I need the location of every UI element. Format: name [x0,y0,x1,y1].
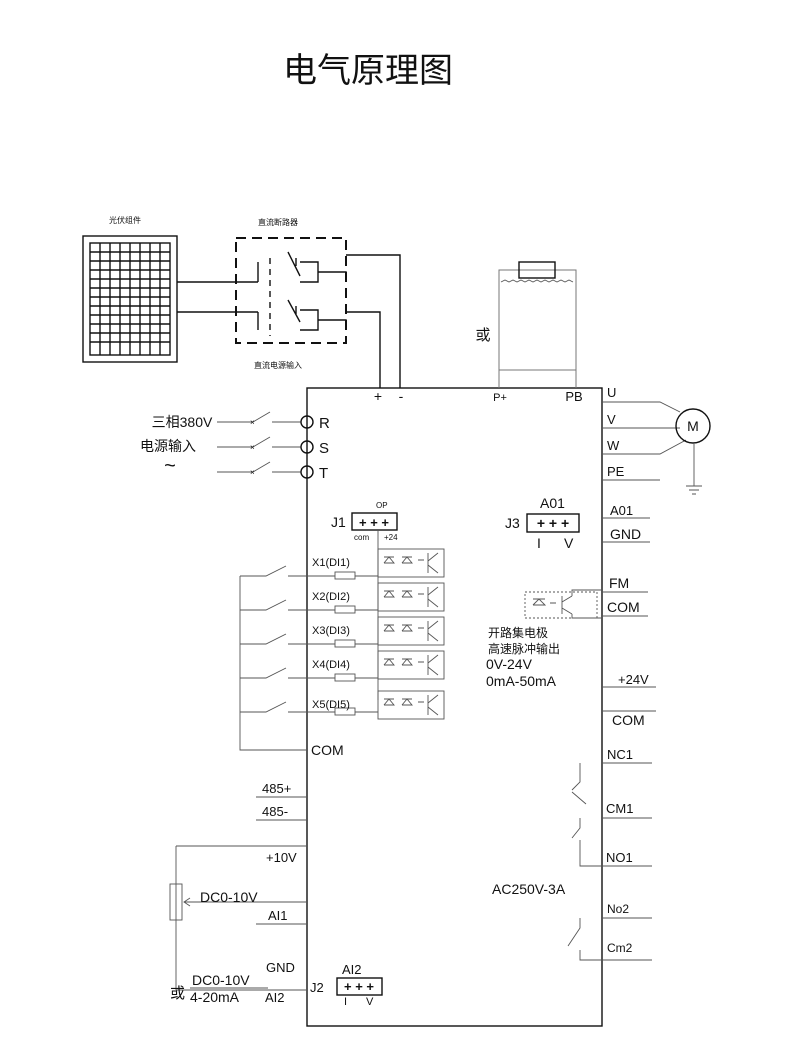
page-title: 电气原理图 [283,51,453,91]
j2-connector [336,977,383,996]
supply-tilde: ~ [164,455,176,477]
terminal-r: R [319,415,330,432]
ai1-label: AI1 [268,908,288,923]
inverter-body [306,387,603,1027]
j3-v: V [564,535,574,551]
svg-text:×: × [250,418,255,427]
j2-name: J2 [310,980,324,995]
solar-panel-icon [82,235,178,363]
no2-label: No2 [607,902,629,916]
di5-label: X5(DI5) [312,699,350,711]
j2-title: AI2 [342,962,362,977]
dc-plus-label: + [374,388,382,404]
dc-minus-label: - [399,388,404,404]
j2-i: I [344,996,347,1008]
ai2-or-label: 或 [170,985,185,1002]
terminal-w: W [607,438,620,453]
dc010v-label-2: DC0-10V [192,972,250,988]
rs485-minus: 485- [262,804,288,819]
fm-label: FM [609,575,629,591]
ma420-label: 4-20mA [190,989,240,1005]
digital-input-wiring [239,565,378,751]
motor-wiring [602,401,702,495]
open-collector-line2: 高速脉冲输出 [488,641,560,656]
svg-text:×: × [250,443,255,452]
com1-label: COM [607,599,640,615]
relay-rating-label: AC250V-3A [492,881,566,897]
di4-label: X4(DI4) [312,659,350,671]
brake-or-label: 或 [475,327,490,344]
dc-breaker-symbol [235,237,347,344]
ai2-label: AI2 [265,990,285,1005]
nc1-label: NC1 [607,747,633,762]
p10v-label: +10V [266,850,297,865]
di3-label: X3(DI3) [312,625,350,637]
range-ma-label: 0mA-50mA [486,673,557,689]
range-v-label: 0V-24V [486,656,533,672]
j3-name: J3 [505,515,520,531]
optocoupler-icons [377,548,445,720]
dc010v-label: DC0-10V [200,889,258,905]
j1-24-label: +24 [384,533,398,542]
terminal-pe: PE [607,464,625,479]
relay1-contacts [571,762,652,867]
j1-name: J1 [331,514,346,530]
gnd-label: GND [266,960,295,975]
terminal-s: S [319,440,329,457]
j3-i: I [537,535,541,551]
relay2-contacts [567,917,652,961]
brake-resistor-symbol [498,261,577,388]
di1-label: X1(DI1) [312,557,350,569]
supply-label-line2: 电源输入 [140,438,196,454]
supply-label-line1: 三相380V [152,414,213,430]
open-collector-line1: 开路集电极 [488,625,548,640]
terminal-t: T [319,465,328,482]
cm1-label: CM1 [606,801,633,816]
j3-title: A01 [540,495,565,511]
no1-label: NO1 [606,850,633,865]
dc-input-label: 直流电源输入 [254,360,302,370]
gnd-right-label: GND [610,526,641,542]
p24v-label: +24V [618,672,649,687]
j1-connector [351,512,398,531]
motor-label: M [687,418,699,434]
pv-module-label: 光伏组件 [109,215,141,225]
com2-label: COM [612,712,645,728]
j1-op-label: OP [376,501,388,510]
j1-pins: + + + [359,515,389,530]
com-left-label: COM [311,742,344,758]
a01-label: A01 [610,503,633,518]
j3-pins: + + + [537,515,569,531]
j1-com-label: com [354,533,369,542]
dc-breaker-label: 直流断路器 [258,217,298,227]
terminal-v: V [607,412,616,427]
supply-switches: × × × [217,411,314,479]
j2-v: V [366,996,374,1008]
di2-label: X2(DI2) [312,591,350,603]
j3-connector [526,513,580,533]
terminal-u: U [607,385,616,400]
svg-text:×: × [250,468,255,477]
pb-label: PB [565,389,582,404]
fm-optocoupler-icon [524,589,602,619]
potentiometer-symbol [169,845,307,991]
j2-pins: + + + [344,979,374,994]
motor-icon [675,408,711,444]
rs485-plus: 485+ [262,781,291,796]
cm2-label: Cm2 [607,941,633,955]
pplus-label: P+ [493,392,507,404]
